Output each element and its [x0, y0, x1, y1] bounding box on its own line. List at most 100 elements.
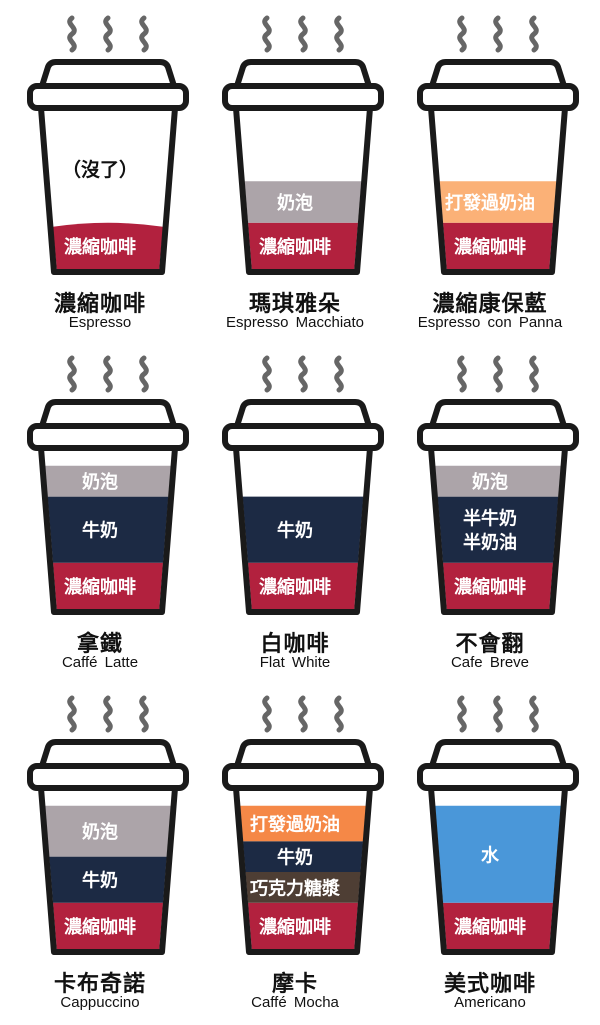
layer-2: 奶泡: [435, 465, 561, 497]
drink-title: 濃縮咖啡: [53, 292, 146, 317]
layer-0: 濃縮咖啡: [53, 562, 163, 609]
layer-label: 巧克力糖漿: [250, 877, 340, 899]
steam-icon: [67, 355, 149, 393]
layer-label: 半牛奶半奶油: [463, 508, 517, 554]
drink-subtitle: Caffé Mocha: [251, 994, 339, 1011]
layer-1: 牛奶: [242, 496, 364, 563]
layer-label: 水: [481, 844, 500, 866]
drink-title: 不會翻: [455, 632, 525, 657]
layer-label: 濃縮咖啡: [454, 236, 526, 258]
layer-2: 奶泡: [45, 805, 171, 857]
cup-flat-white: 濃縮咖啡 牛奶: [222, 355, 384, 615]
layer-0: 濃縮咖啡: [53, 222, 163, 269]
drink-subtitle: Cafe Breve: [450, 654, 530, 671]
drink-title: 白咖啡: [260, 632, 330, 657]
layer-0: 濃縮咖啡: [248, 222, 358, 269]
cup-lid: [417, 59, 579, 111]
cup-macchiato: 濃縮咖啡 奶泡: [222, 15, 384, 275]
steam-icon: [457, 15, 539, 53]
layer-stack: 濃縮咖啡 牛奶: [242, 496, 364, 609]
drink-title: 拿鐵: [76, 632, 123, 657]
cup-espresso: 濃縮咖啡 （沒了）: [27, 15, 189, 275]
layer-label: 牛奶: [82, 870, 118, 892]
cup-lid: [27, 399, 189, 451]
steam-icon: [262, 355, 344, 393]
steam-icon: [457, 355, 539, 393]
layer-label: 濃縮咖啡: [454, 576, 526, 598]
layer-label: 奶泡: [472, 471, 508, 493]
layer-1: 牛奶: [49, 856, 167, 903]
layer-3: 打發過奶油: [240, 805, 366, 842]
layer-1: 奶泡: [244, 181, 362, 223]
layer-0: 濃縮咖啡: [248, 902, 358, 949]
layer-0: 濃縮咖啡: [443, 222, 553, 269]
layer-stack: 濃縮咖啡 奶泡: [244, 181, 362, 269]
drink-subtitle: Espresso con Panna: [417, 314, 563, 331]
steam-icon: [457, 695, 539, 733]
layer-2: 奶泡: [45, 465, 171, 497]
layer-label: 濃縮咖啡: [259, 916, 331, 938]
layer-label: 奶泡: [82, 821, 118, 843]
layer-stack: 濃縮咖啡 巧克力糖漿 牛奶 打發過奶油: [240, 805, 366, 949]
drink-subtitle: Espresso Macchiato: [225, 314, 365, 331]
layer-0: 濃縮咖啡: [248, 562, 358, 609]
drink-title: 美式咖啡: [443, 972, 536, 997]
layer-2: 牛奶: [242, 841, 364, 872]
cup-lid: [222, 59, 384, 111]
cup-lid: [27, 739, 189, 791]
layer-1: 打發過奶油: [439, 181, 557, 223]
layer-1: 水: [435, 805, 561, 903]
drink-subtitle: Caffé Latte: [61, 654, 139, 671]
steam-icon: [262, 15, 344, 53]
cup-lid: [222, 399, 384, 451]
drink-subtitle: Flat White: [259, 654, 331, 671]
empty-label: （沒了）: [62, 158, 138, 181]
layer-stack: 濃縮咖啡 半牛奶半奶油 奶泡: [435, 465, 561, 609]
steam-icon: [67, 15, 149, 53]
drink-title: 瑪琪雅朵: [248, 292, 341, 317]
cup-breve: 濃縮咖啡 半牛奶半奶油 奶泡: [417, 355, 579, 615]
cup-lid: [27, 59, 189, 111]
layer-label: 打發過奶油: [445, 192, 535, 214]
layer-label: 濃縮咖啡: [454, 916, 526, 938]
layer-1: 巧克力糖漿: [245, 872, 361, 903]
cup-lid: [417, 399, 579, 451]
drink-subtitle: Espresso: [68, 314, 132, 331]
layer-label: 奶泡: [82, 471, 118, 493]
layer-0: 濃縮咖啡: [443, 902, 553, 949]
layer-1: 牛奶: [47, 496, 169, 563]
cup-lid: [417, 739, 579, 791]
drink-subtitle: Cappuccino: [60, 994, 140, 1011]
steam-icon: [262, 695, 344, 733]
drink-title: 卡布奇諾: [53, 972, 146, 997]
layer-0: 濃縮咖啡: [53, 902, 163, 949]
cup-mocha: 濃縮咖啡 巧克力糖漿 牛奶 打發過奶油: [222, 695, 384, 955]
drink-title: 濃縮康保藍: [432, 292, 548, 317]
layer-label: 濃縮咖啡: [64, 236, 136, 258]
layer-label: 牛奶: [82, 520, 118, 542]
cup-lid: [222, 739, 384, 791]
layer-label: 濃縮咖啡: [259, 576, 331, 598]
steam-icon: [67, 695, 149, 733]
layer-label: 奶泡: [277, 192, 313, 214]
layer-label: 濃縮咖啡: [64, 916, 136, 938]
layer-label: 牛奶: [277, 847, 313, 869]
drink-subtitle: Americano: [454, 994, 526, 1011]
drink-title: 摩卡: [271, 972, 318, 997]
layer-label: 濃縮咖啡: [64, 576, 136, 598]
